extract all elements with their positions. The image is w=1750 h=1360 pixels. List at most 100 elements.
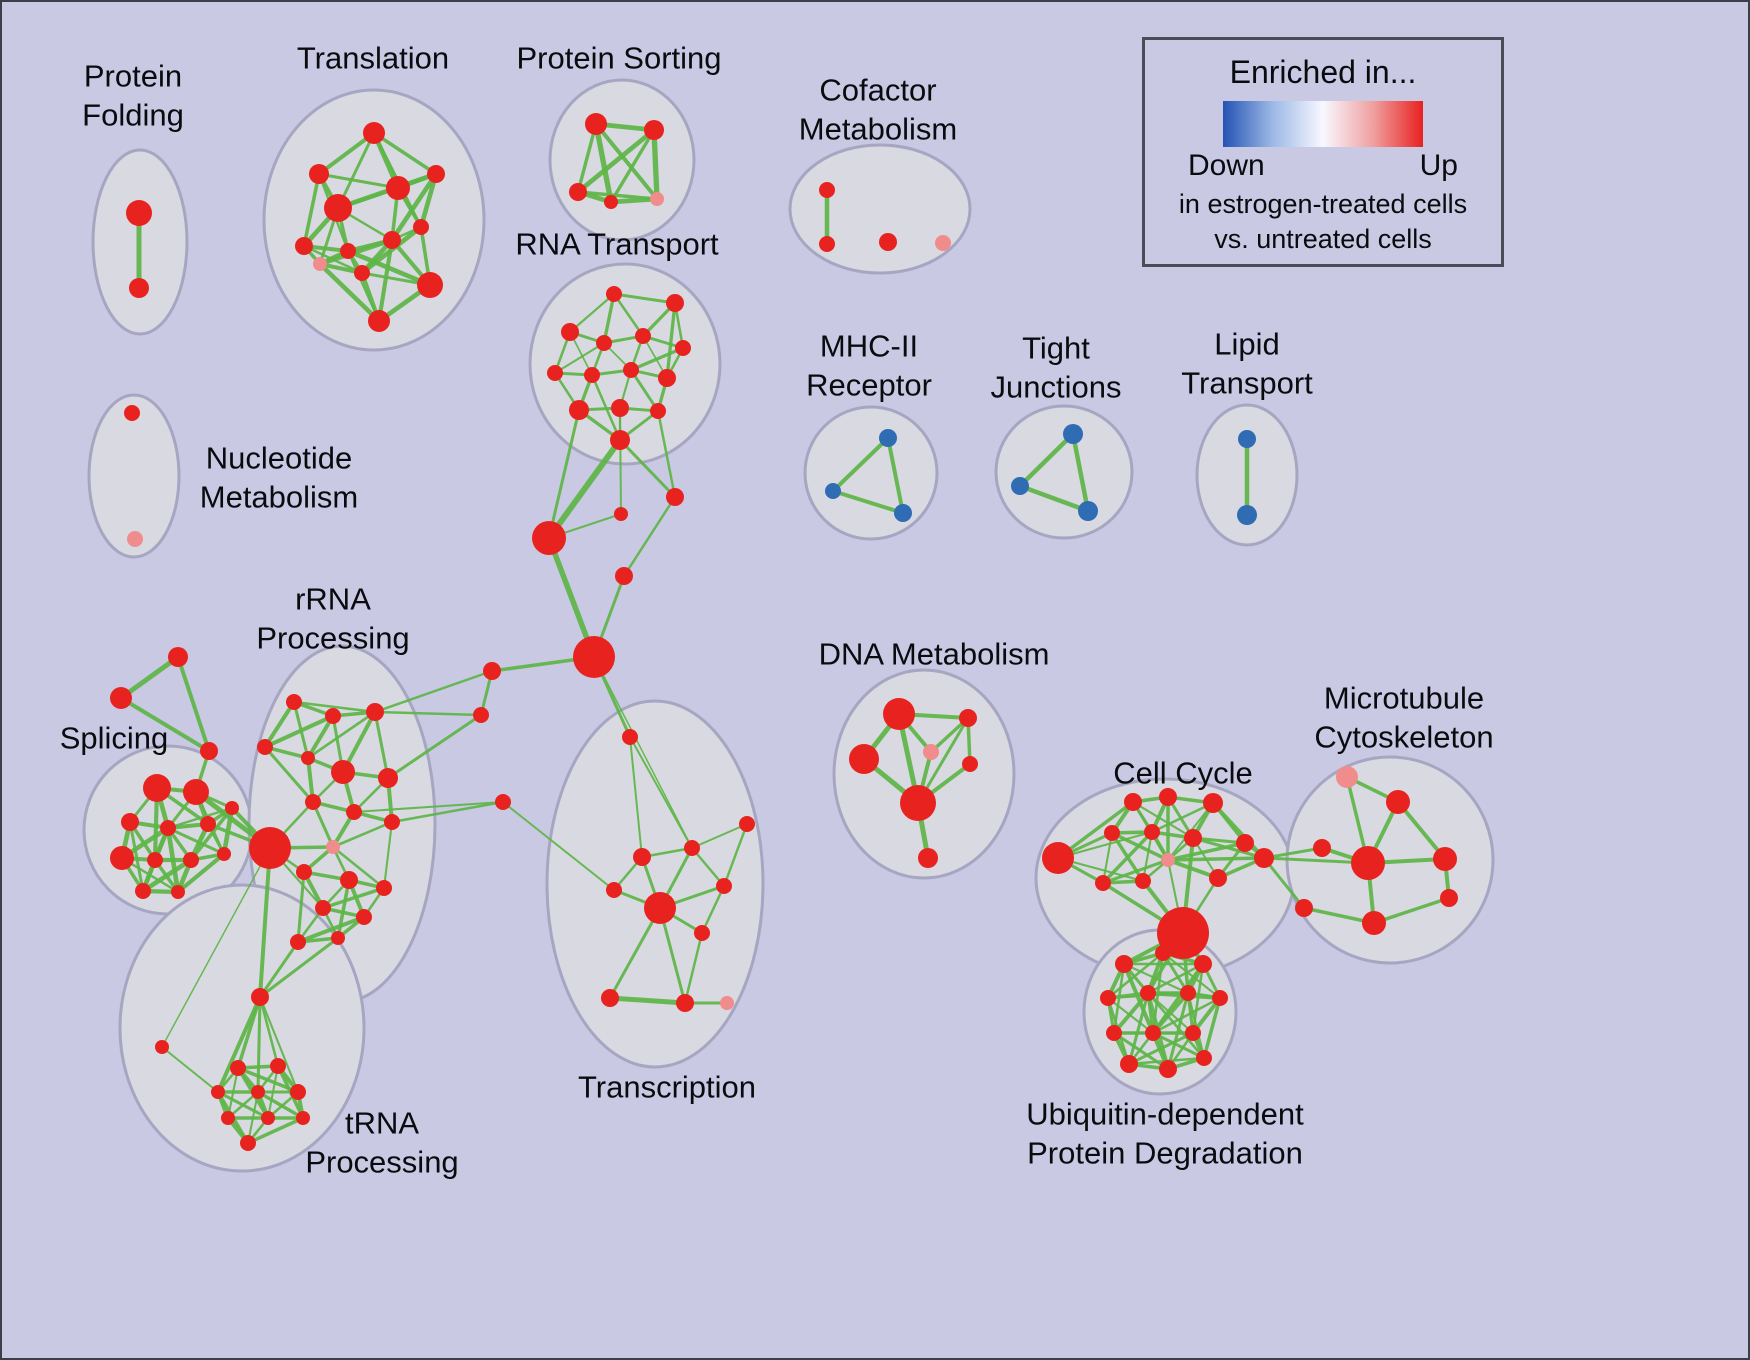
node-cc5 xyxy=(1104,825,1120,841)
node-tc3 xyxy=(633,848,651,866)
node-rt7 xyxy=(547,365,563,381)
edge xyxy=(336,878,351,940)
edge xyxy=(602,292,616,345)
edge xyxy=(1127,991,1150,1066)
edge xyxy=(331,845,386,890)
node-tn10 xyxy=(240,1135,256,1151)
edge xyxy=(593,121,614,205)
node-tn7 xyxy=(221,1111,235,1125)
edge xyxy=(1151,996,1222,1035)
node-ps1 xyxy=(585,113,607,135)
cluster-ellipse-mh xyxy=(803,405,939,541)
node-tj1 xyxy=(1063,424,1083,444)
node-rr10 xyxy=(384,814,400,830)
node-nm1 xyxy=(124,405,140,421)
edge xyxy=(1166,991,1190,1071)
edge xyxy=(128,820,145,893)
node-rr9 xyxy=(346,804,362,820)
node-rt12 xyxy=(611,399,629,417)
node-ub5 xyxy=(1140,985,1156,1001)
legend-up-label: Up xyxy=(1419,149,1458,182)
edge xyxy=(372,131,438,176)
node-tn6 xyxy=(290,1084,306,1100)
node-ub7 xyxy=(1212,990,1228,1006)
edge xyxy=(140,857,194,894)
node-tr10 xyxy=(313,257,327,271)
edge xyxy=(831,489,905,515)
node-mt8 xyxy=(1440,889,1458,907)
edge xyxy=(1131,800,1195,840)
node-mt5 xyxy=(1433,847,1457,871)
node-pf2 xyxy=(129,278,149,298)
edge xyxy=(609,128,656,204)
node-cc13 xyxy=(1254,848,1274,868)
node-tc10 xyxy=(676,994,694,1012)
edge xyxy=(1056,830,1154,860)
node-dm3 xyxy=(849,744,879,774)
node-tc2 xyxy=(739,816,755,832)
node-tn8 xyxy=(261,1111,275,1125)
edge xyxy=(295,914,367,945)
legend: Enriched in... Down Up in estrogen-treat… xyxy=(1142,37,1504,267)
node-fx1 xyxy=(168,647,188,667)
edge xyxy=(166,826,226,856)
edge xyxy=(618,438,677,499)
edge xyxy=(418,171,439,230)
node-cc2 xyxy=(1124,793,1142,811)
cluster-ellipse-ps xyxy=(548,78,696,242)
legend-caption-line2: vs. untreated cells xyxy=(1214,224,1432,255)
edge xyxy=(373,710,483,717)
edge xyxy=(665,301,677,380)
node-rr18 xyxy=(290,934,306,950)
node-mt2 xyxy=(1386,790,1410,814)
cluster-ellipse-cf xyxy=(788,143,972,275)
edge xyxy=(553,341,606,375)
edge xyxy=(1146,962,1205,995)
edge xyxy=(236,1066,300,1094)
edge xyxy=(262,713,336,750)
edge xyxy=(683,931,704,1005)
node-sp11 xyxy=(171,885,185,899)
edge xyxy=(331,820,394,849)
edge xyxy=(389,171,439,243)
edge xyxy=(622,495,677,578)
node-ps4 xyxy=(604,195,618,209)
edge xyxy=(1150,801,1215,834)
node-tr9 xyxy=(417,272,443,298)
edge xyxy=(1070,431,1091,514)
node-ub10 xyxy=(1185,1025,1201,1041)
node-cc3 xyxy=(1159,788,1177,806)
legend-title: Enriched in... xyxy=(1229,54,1417,90)
node-sp9 xyxy=(225,801,239,815)
edge xyxy=(302,172,321,248)
node-rt13 xyxy=(650,403,666,419)
legend-caption: in estrogen-treated cells vs. untreated … xyxy=(1179,187,1467,257)
edge xyxy=(1161,951,1222,1000)
node-cc11 xyxy=(1135,873,1151,889)
node-tr11 xyxy=(354,265,370,281)
edge xyxy=(390,800,505,824)
node-ps3 xyxy=(569,183,587,201)
edge xyxy=(175,851,227,895)
legend-down-label: Down xyxy=(1188,149,1265,182)
edge xyxy=(263,745,315,804)
edge xyxy=(1262,856,1306,910)
node-ps5 xyxy=(650,192,664,206)
node-tn1 xyxy=(251,988,269,1006)
node-tr8 xyxy=(383,231,401,249)
edge xyxy=(373,669,494,714)
node-cc4 xyxy=(1203,793,1223,813)
node-tc1 xyxy=(622,729,638,745)
node-mt6 xyxy=(1295,899,1313,917)
edge xyxy=(700,884,726,935)
edge xyxy=(292,700,377,714)
edge xyxy=(305,713,336,761)
edge xyxy=(321,886,386,910)
node-rr2 xyxy=(325,708,341,724)
node-ub9 xyxy=(1145,1025,1161,1041)
edge xyxy=(1106,951,1165,1000)
edge xyxy=(1191,836,1266,860)
edge xyxy=(258,846,272,999)
edge xyxy=(311,800,335,849)
